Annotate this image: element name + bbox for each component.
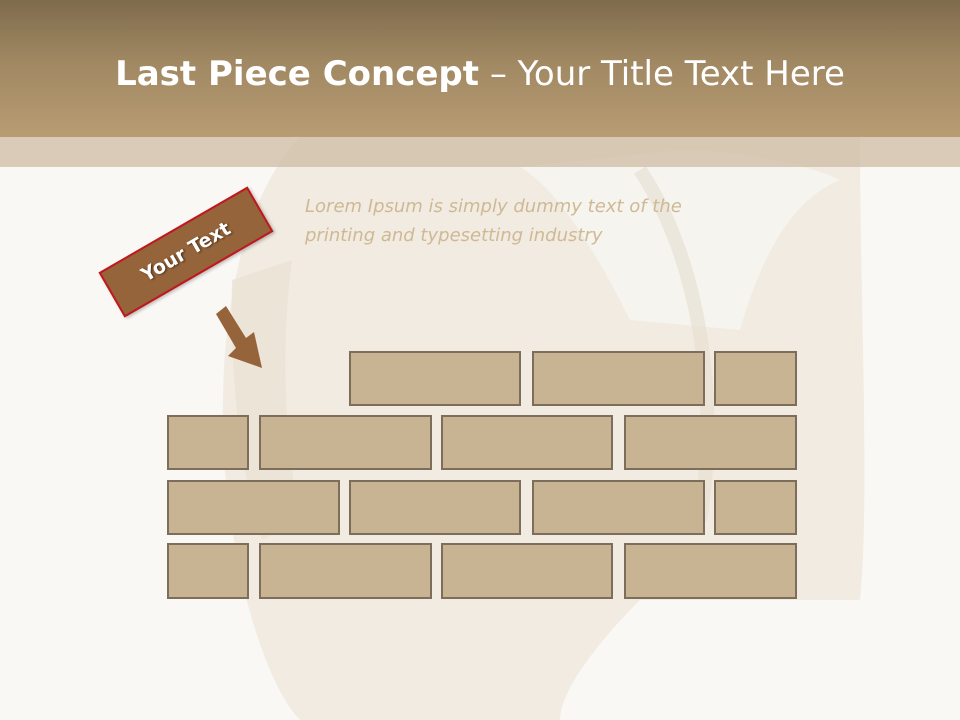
brick <box>441 543 613 599</box>
brick <box>714 351 797 406</box>
brick <box>259 415 432 470</box>
brick <box>441 415 613 470</box>
slide-title: Last Piece Concept – Your Title Text Her… <box>0 52 960 96</box>
brick <box>532 351 705 406</box>
down-right-arrow-icon <box>216 306 262 368</box>
body-text: Lorem Ipsum is simply dummy text of the … <box>305 196 682 246</box>
brick <box>167 480 340 535</box>
brick <box>624 415 797 470</box>
brick <box>624 543 797 599</box>
brick <box>349 480 521 535</box>
title-accent-strip <box>0 137 960 167</box>
brick <box>167 415 249 470</box>
title-rest-text: – Your Title Text Here <box>479 54 845 94</box>
brick <box>714 480 797 535</box>
brick <box>349 351 521 406</box>
title-bold-text: Last Piece Concept <box>115 54 480 94</box>
brick <box>532 480 705 535</box>
title-bar <box>0 0 960 137</box>
brick <box>167 543 249 599</box>
brick <box>259 543 432 599</box>
